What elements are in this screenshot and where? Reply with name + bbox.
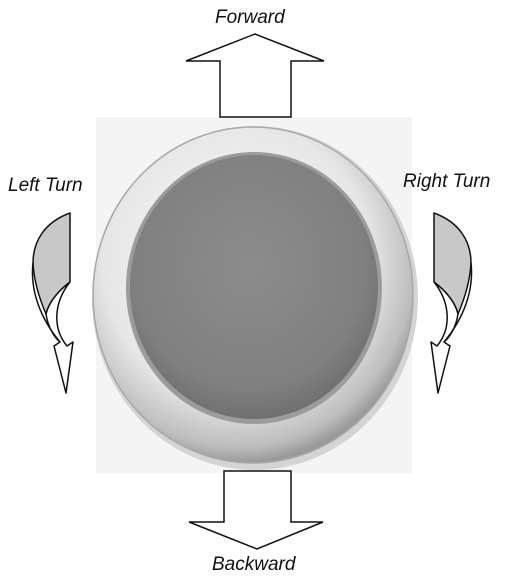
left-turn-shaded-band — [33, 213, 70, 314]
left-turn-label: Left Turn — [8, 176, 83, 195]
curved-arrow-right-turn-icon — [431, 213, 472, 393]
backward-label: Backward — [212, 555, 295, 574]
forward-label: Forward — [215, 8, 285, 27]
curved-arrow-left-turn-icon — [32, 213, 73, 393]
pad-surface — [130, 155, 378, 419]
arrow-down-icon — [189, 471, 323, 549]
right-turn-label: Right Turn — [403, 172, 490, 191]
arrow-up-icon — [186, 34, 324, 117]
round-pad-button[interactable] — [92, 126, 418, 470]
right-turn-shaded-band — [434, 213, 471, 314]
